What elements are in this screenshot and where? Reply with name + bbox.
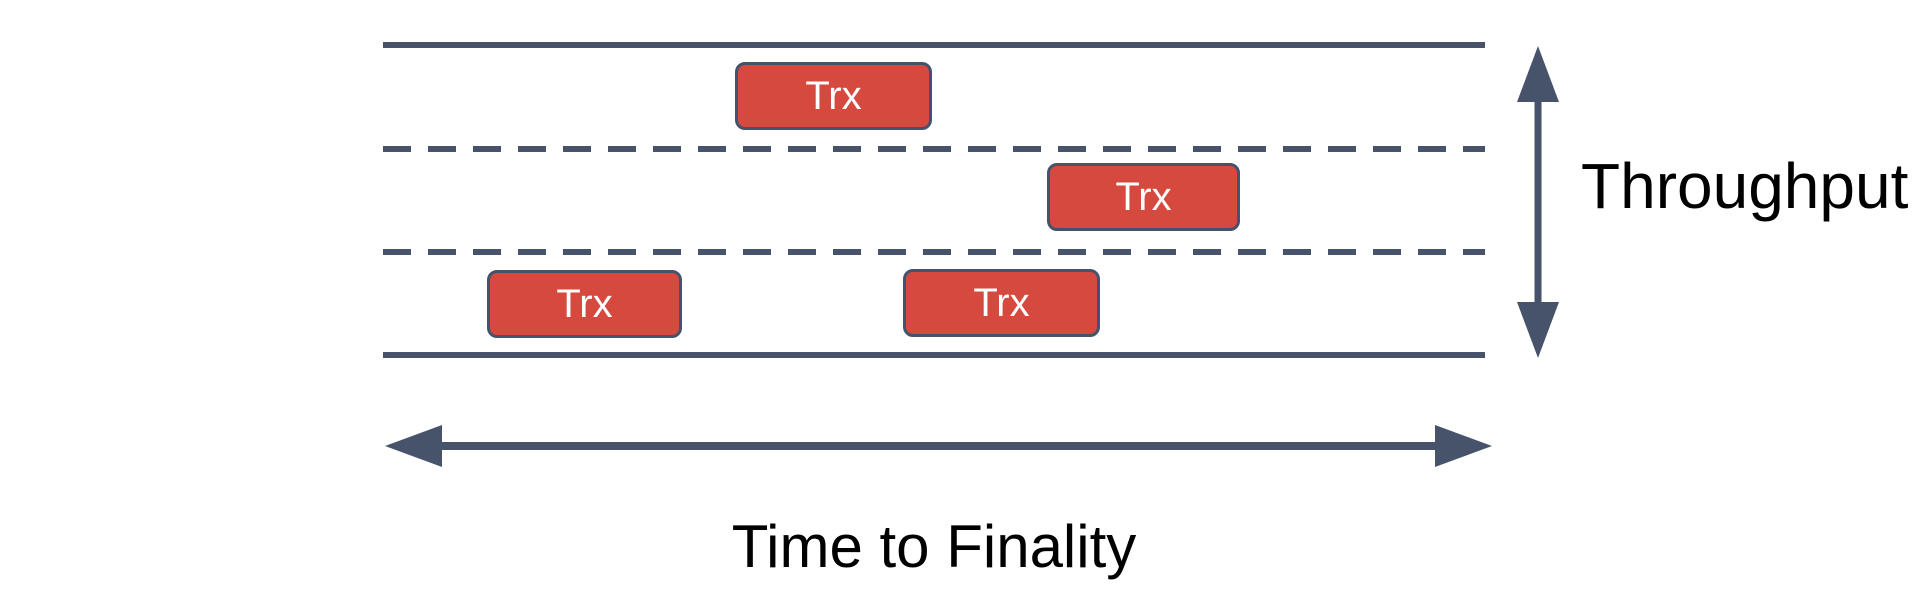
road-bottom-boundary xyxy=(383,352,1485,358)
lane-divider-lower xyxy=(383,249,1485,255)
trx-label: Trx xyxy=(556,282,613,326)
time-to-finality-double-arrow-icon xyxy=(385,425,1492,467)
throughput-double-arrow-icon xyxy=(1517,46,1559,358)
trx-box-lane3-right: Trx xyxy=(903,269,1100,337)
throughput-label: Throughput xyxy=(1581,150,1909,222)
trx-box-lane3-left: Trx xyxy=(487,270,682,338)
time-to-finality-label: Time to Finality xyxy=(731,513,1137,580)
trx-label: Trx xyxy=(1115,175,1172,219)
trx-box-lane2: Trx xyxy=(1047,163,1240,231)
trx-label: Trx xyxy=(973,281,1030,325)
trx-box-lane1: Trx xyxy=(735,62,932,130)
trx-label: Trx xyxy=(805,74,862,118)
road-top-boundary xyxy=(383,42,1485,48)
lane-divider-upper xyxy=(383,146,1485,152)
